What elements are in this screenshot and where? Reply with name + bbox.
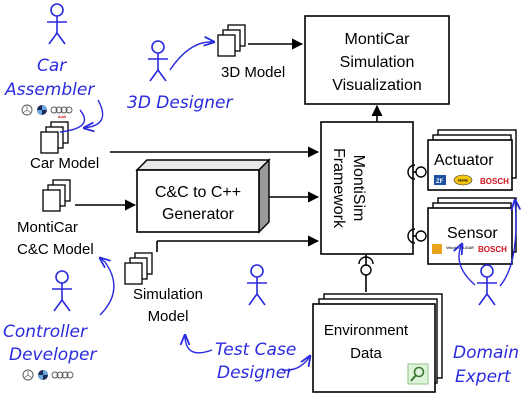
framework-label-1: MontiSim	[350, 155, 367, 222]
actuator-box-stack: Actuator ZF Hella BOSCH	[427, 129, 517, 191]
visualization-label-3: Visualization	[332, 77, 422, 94]
3d-designer-person-icon	[148, 40, 168, 82]
framework-box: MontiSim Framework	[320, 121, 414, 255]
visualization-label-1: MontiCar	[345, 31, 411, 48]
test-case-designer-to-environment-arrow	[281, 356, 310, 371]
3d-designer-to-3dmodel-arrow	[169, 42, 214, 71]
domain-expert-label-1: Domain	[453, 343, 519, 363]
car-assembler-label-2: Assembler	[4, 80, 95, 100]
3d-designer-label: 3D Designer	[127, 93, 233, 113]
sensor-chip-logo-icon	[432, 244, 442, 254]
test-case-designer-person-icon	[247, 264, 267, 306]
svg-text:Hella: Hella	[458, 178, 468, 183]
environment-data-box-stack: Environment Data	[312, 293, 443, 393]
environment-interface-port	[358, 254, 374, 292]
domain-expert-person-icon	[477, 264, 497, 306]
bosch-logo-icon: BOSCH	[480, 177, 509, 186]
domain-expert-label-2: Expert	[455, 367, 512, 387]
generator-block: C&C to C++ Generator	[135, 158, 271, 234]
simulation-model-label-1: Simulation	[133, 286, 203, 303]
simulation-model-label-2: Model	[148, 308, 189, 325]
visualization-box: MontiCar Simulation Visualization	[304, 15, 450, 105]
visualization-label-2: Simulation	[340, 54, 415, 71]
3d-model-label: 3D Model	[221, 64, 285, 81]
framework-label-2: Framework	[330, 148, 347, 229]
simulation-model-document-stack-icon	[124, 252, 153, 285]
domain-expert-to-actuator-arrow	[499, 200, 516, 287]
controller-developer-brand-logos	[22, 369, 74, 381]
generator-label-1: C&C to C++	[155, 184, 241, 201]
actuator-interface-port	[407, 164, 427, 180]
car-assembler-label-1: Car	[37, 56, 67, 76]
car-assembler-to-carmodel-arrow	[84, 99, 104, 128]
car-model-label: Car Model	[30, 155, 99, 172]
test-case-designer-to-simmodel-arrow	[185, 335, 213, 354]
cc-model-document-stack-icon	[42, 179, 71, 212]
car-assembler-brand-logos: Audi	[21, 104, 73, 119]
actuator-label: Actuator	[434, 152, 494, 169]
sensor-bosch-logo-icon: BOSCH	[478, 245, 507, 254]
test-case-designer-label-1: Test Case	[215, 340, 296, 360]
audi-logo-text: Audi	[58, 115, 66, 119]
car-assembler-person-icon	[47, 3, 67, 45]
cc-model-label-2: C&C Model	[17, 241, 94, 258]
zf-logo-icon: ZF	[434, 175, 446, 185]
controller-developer-to-ccmodel-arrow	[100, 258, 115, 316]
controller-developer-label-2: Developer	[9, 345, 97, 365]
magnifier-icon	[407, 363, 429, 385]
sensor-interface-port	[407, 228, 427, 244]
generator-label-2: Generator	[162, 206, 235, 223]
3d-model-document-stack-icon	[217, 24, 246, 57]
controller-developer-person-icon	[52, 270, 72, 312]
sensor-label: Sensor	[447, 225, 498, 242]
sensor-box-stack: Sensor Velodyne LiDAR BOSCH	[427, 197, 517, 265]
hella-logo-icon: Hella	[453, 174, 473, 186]
car-model-document-stack-icon	[40, 121, 69, 154]
environment-data-label-2: Data	[350, 345, 382, 362]
svg-text:ZF: ZF	[436, 179, 444, 185]
environment-data-label-1: Environment	[324, 322, 409, 339]
controller-developer-label-1: Controller	[3, 322, 88, 342]
test-case-designer-label-2: Designer	[217, 363, 294, 383]
domain-expert-to-sensor-arrow	[459, 244, 476, 286]
cc-model-label-1: MontiCar	[17, 219, 78, 236]
